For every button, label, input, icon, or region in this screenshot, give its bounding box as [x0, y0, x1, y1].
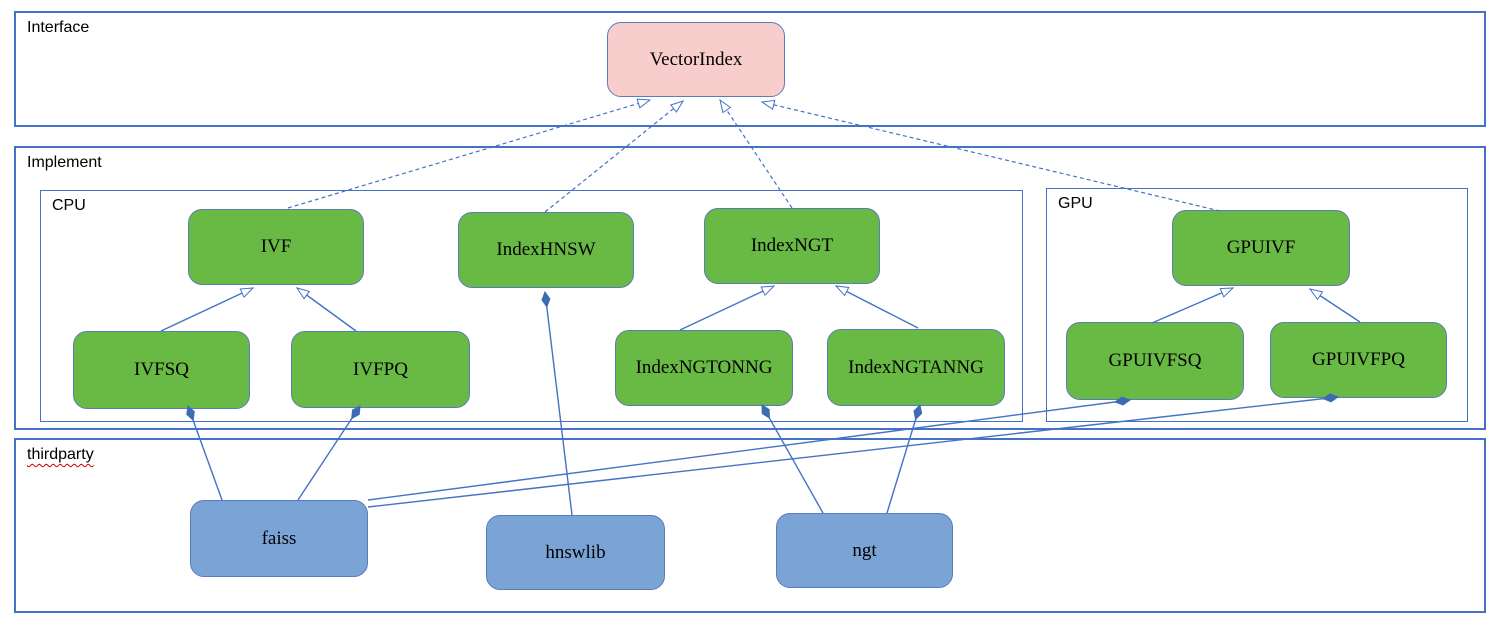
node-hnswlib: hnswlib	[486, 515, 665, 590]
node-indexngtanng: IndexNGTANNG	[827, 329, 1005, 406]
node-faiss: faiss	[190, 500, 368, 577]
node-gpuivfpq-label: GPUIVFPQ	[1312, 349, 1405, 370]
node-indexhnsw: IndexHNSW	[458, 212, 634, 288]
section-cpu-label: CPU	[52, 197, 86, 214]
node-indexngtonng-label: IndexNGTONNG	[635, 357, 773, 378]
node-ivfpq: IVFPQ	[291, 331, 470, 408]
node-vectorindex: VectorIndex	[607, 22, 785, 97]
section-thirdparty-label: thirdparty	[27, 446, 94, 463]
node-gpuivfsq-label: GPUIVFSQ	[1108, 350, 1202, 371]
node-hnswlib-label: hnswlib	[545, 541, 606, 563]
node-faiss-label: faiss	[261, 527, 297, 549]
node-gpuivfsq: GPUIVFSQ	[1066, 322, 1244, 400]
node-ivfpq-label: IVFPQ	[353, 358, 408, 380]
node-ngt: ngt	[776, 513, 953, 588]
node-gpuivfpq: GPUIVFPQ	[1270, 322, 1447, 398]
section-implement-label: Implement	[27, 154, 102, 171]
node-indexngt-label: IndexNGT	[750, 235, 834, 256]
node-indexhnsw-label: IndexHNSW	[496, 239, 596, 260]
section-interface-label: Interface	[27, 19, 90, 36]
node-indexngtonng: IndexNGTONNG	[615, 330, 793, 406]
node-ivfsq: IVFSQ	[73, 331, 250, 409]
section-gpu-label: GPU	[1058, 195, 1093, 212]
node-indexngt: IndexNGT	[704, 208, 880, 284]
node-vectorindex-label: VectorIndex	[649, 48, 743, 70]
node-gpuivf-label: GPUIVF	[1226, 237, 1296, 258]
node-indexngtanng-label: IndexNGTANNG	[848, 356, 984, 378]
node-ivf-label: IVF	[260, 236, 292, 257]
node-ivf: IVF	[188, 209, 364, 285]
node-ngt-label: ngt	[852, 539, 877, 561]
node-gpuivf: GPUIVF	[1172, 210, 1350, 286]
node-ivfsq-label: IVFSQ	[134, 359, 189, 380]
